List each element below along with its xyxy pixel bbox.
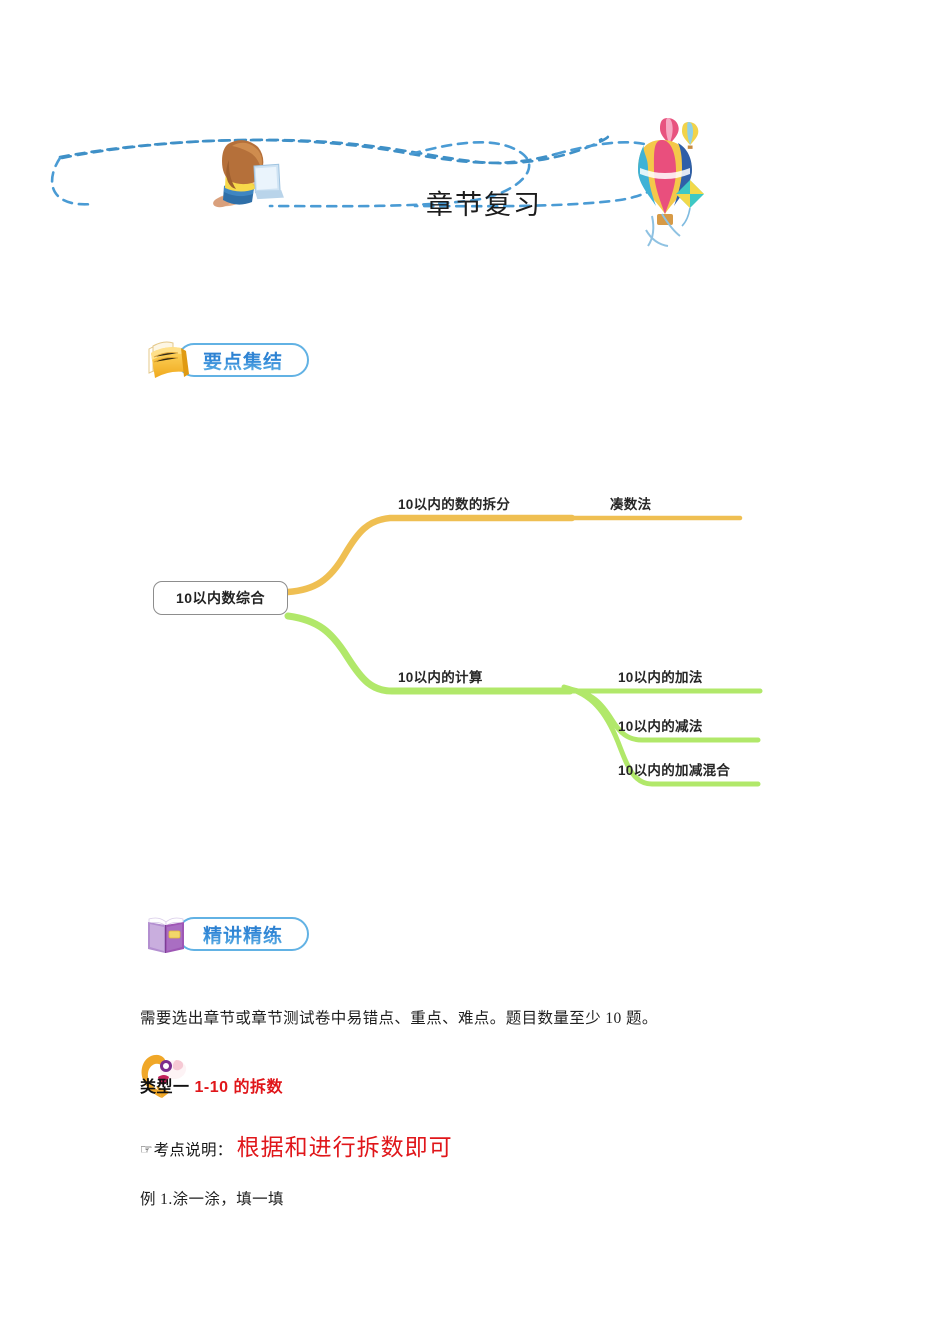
exam-point-note: ☞ 考点说明： 根据和进行拆数即可 bbox=[140, 1128, 453, 1162]
type-heading: 类型一 1-10 的拆数 bbox=[140, 1054, 283, 1103]
branch-line-calculation bbox=[284, 612, 574, 695]
mindmap-label-counting-method: 凑数法 bbox=[610, 497, 652, 512]
badge-pill-key-points: 要点集结 bbox=[177, 343, 309, 377]
example-line: 例 1.涂一涂，填一填 bbox=[140, 1191, 284, 1208]
badge-label-key-points: 要点集结 bbox=[203, 347, 283, 374]
branch-line-mixed bbox=[561, 684, 761, 787]
section-badge-intensive-practice: 精讲精练 bbox=[143, 910, 309, 958]
mindmap-branches bbox=[284, 514, 763, 787]
mindmap-label-split: 10以内的数的拆分 bbox=[398, 497, 511, 512]
open-purple-book-icon bbox=[143, 911, 193, 957]
intro-paragraph: 需要选出章节或章节测试卷中易错点、重点、难点。题目数量至少 10 题。 bbox=[140, 1010, 658, 1027]
branch-line-split bbox=[284, 514, 576, 596]
type-heading-label: 类型一 bbox=[140, 1079, 190, 1096]
pointing-hand-icon: ☞ bbox=[140, 1143, 153, 1158]
mindmap-label-addition: 10以内的加法 bbox=[618, 670, 703, 685]
badge-pill-intensive-practice: 精讲精练 bbox=[177, 917, 309, 951]
page-title: 章节复习 bbox=[426, 190, 542, 220]
header-banner bbox=[0, 110, 950, 250]
hot-air-balloon-kite-icon bbox=[638, 118, 704, 247]
closed-orange-book-icon bbox=[143, 337, 193, 383]
mindmap-label-mixed: 10以内的加减混合 bbox=[618, 763, 731, 778]
exam-note-value: 根据和进行拆数即可 bbox=[236, 1135, 453, 1160]
mindmap-label-calculation: 10以内的计算 bbox=[398, 670, 483, 685]
type-heading-title: 1-10 的拆数 bbox=[194, 1079, 283, 1096]
badge-label-intensive-practice: 精讲精练 bbox=[203, 921, 283, 948]
mindmap-root-node: 10以内数综合 bbox=[153, 581, 288, 615]
exam-note-label: 考点说明： bbox=[153, 1142, 233, 1159]
dashed-connector-curve bbox=[50, 135, 676, 208]
mindmap: 10以内数综合 10以内的数的拆分 凑数法 10以内的计算 10以内的加法 10… bbox=[140, 468, 810, 808]
header-illustration-group bbox=[50, 118, 704, 247]
mindmap-label-subtraction: 10以内的减法 bbox=[618, 719, 703, 734]
section-badge-key-points: 要点集结 bbox=[143, 336, 309, 384]
girl-with-laptop-icon bbox=[210, 140, 284, 212]
